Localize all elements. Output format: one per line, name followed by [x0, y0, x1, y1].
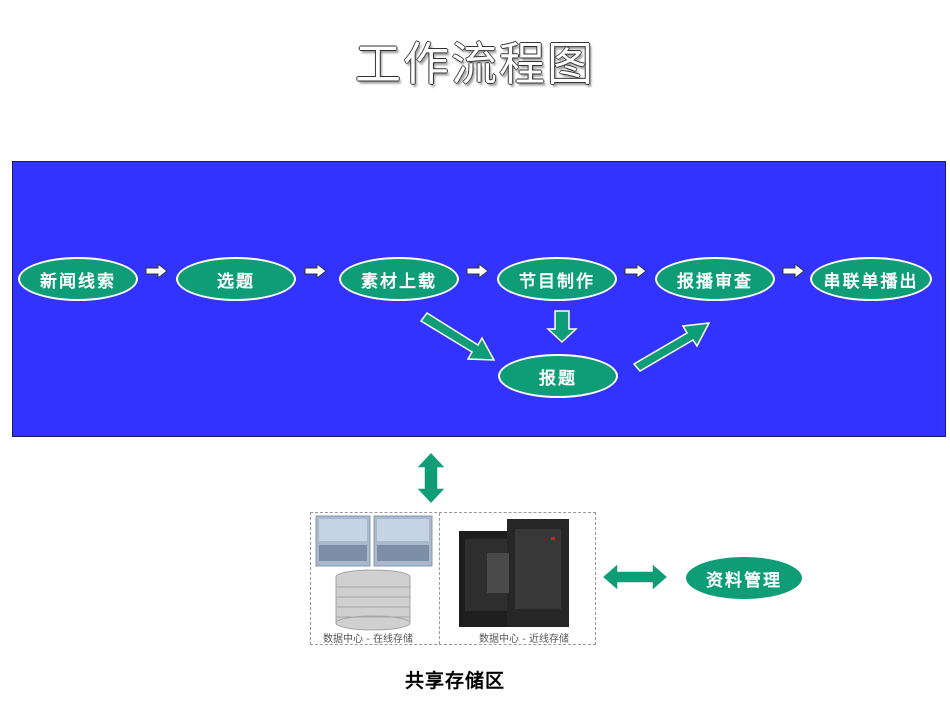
node-label: 报题 [539, 368, 577, 389]
node-material-upload[interactable]: 素材上载 [339, 257, 459, 301]
node-report-topic[interactable]: 报题 [498, 354, 618, 398]
node-data-management[interactable]: 资料管理 [684, 555, 804, 601]
arrow-right-icon [624, 262, 647, 280]
disk-array-icon [315, 515, 433, 567]
node-program-production[interactable]: 节目制作 [497, 257, 617, 301]
node-label: 新闻线索 [40, 271, 116, 292]
arrow-right-icon [466, 262, 489, 280]
node-rundown-broadcast[interactable]: 串联单播出 [810, 257, 932, 301]
arrow-right-icon [304, 262, 327, 280]
node-label: 节目制作 [519, 271, 595, 292]
arrow-down-icon [546, 310, 578, 344]
node-topic-selection[interactable]: 选题 [176, 257, 296, 301]
server-rack-icon [459, 519, 569, 627]
node-label: 串联单播出 [823, 271, 919, 292]
node-label: 素材上载 [361, 271, 437, 292]
storage-illustration [315, 515, 569, 631]
node-broadcast-review[interactable]: 报播审查 [655, 257, 775, 301]
storage-divider [439, 513, 440, 644]
caption-nearline-storage: 数据中心 - 近线存储 [479, 634, 569, 645]
workflow-panel [12, 161, 946, 437]
shared-storage-label: 共享存储区 [404, 670, 505, 692]
tape-stack-icon [335, 569, 411, 631]
arrow-diagonal-down-icon [419, 311, 496, 361]
arrow-double-vertical-icon [414, 450, 448, 506]
arrow-right-icon [145, 262, 168, 280]
arrow-diagonal-up-icon [632, 322, 711, 372]
node-news-clue[interactable]: 新闻线索 [18, 257, 138, 301]
node-label: 选题 [217, 271, 255, 292]
arrow-double-horizontal-icon [600, 561, 670, 593]
caption-online-storage: 数据中心 - 在线存储 [323, 634, 413, 645]
node-label: 资料管理 [706, 570, 782, 591]
page-title: 工作流程图 [355, 37, 595, 91]
shared-storage-box: 数据中心 - 在线存储 数据中心 - 近线存储 [310, 512, 596, 645]
arrow-right-icon [782, 262, 805, 280]
node-label: 报播审查 [677, 271, 753, 292]
